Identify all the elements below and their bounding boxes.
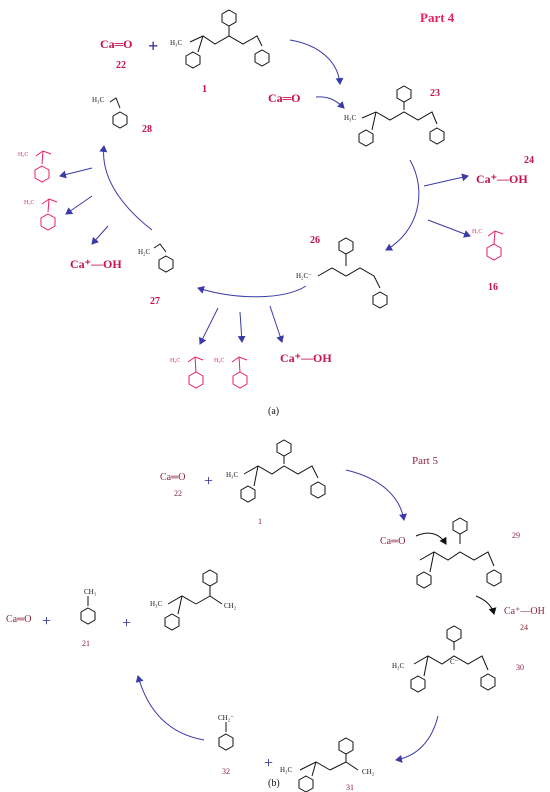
c-anion-30: C⁻ (450, 658, 459, 666)
plus-b2: + (42, 613, 51, 630)
caoh-b: Ca⁺—OH (504, 606, 545, 617)
caoh-24: Ca⁺—OH (476, 172, 528, 186)
label-26: 26 (310, 235, 320, 246)
arrow-to-caoh-24 (423, 173, 469, 187)
arrow-23-to-26 (385, 159, 420, 251)
cao-22-b: Ca═O (160, 472, 185, 483)
label-1: 1 (202, 84, 207, 95)
label-1-b: 1 (258, 517, 262, 526)
h2c-label-27: H₂C (138, 248, 150, 256)
arrow-1-to-29 (345, 469, 407, 521)
h3c-label-31: H₃C (280, 766, 292, 774)
styrene-a2 (231, 356, 248, 389)
h3c-label-1-b: H₃C (226, 471, 238, 479)
caoh-a-bottom: Ca⁺—OH (280, 351, 332, 365)
panel-b: Part 5 Ca═O 22 + H₃C 1 Ca═O 29 Ca⁺ (6, 439, 545, 792)
arrow-to-styrene-16 (427, 219, 471, 238)
compound-27 (153, 243, 174, 273)
compound-32 (218, 722, 234, 751)
toluene-21 (80, 596, 96, 625)
compound-23 (358, 85, 445, 147)
label-27: 27 (150, 296, 160, 307)
label-23: 23 (430, 88, 440, 99)
caption-b: (b) (268, 778, 280, 789)
h2c-label-s2: H₂C (214, 358, 224, 364)
label-21: 21 (82, 639, 90, 648)
label-30: 30 (516, 663, 524, 672)
compound-1 (185, 9, 270, 69)
h2c-anion-26: H₂C⁻ (296, 272, 312, 280)
arrow-32-to-products (135, 675, 205, 741)
label-22: 22 (116, 60, 126, 71)
label-16: 16 (488, 282, 498, 293)
label-28: 28 (142, 124, 152, 135)
label-29: 29 (512, 531, 520, 540)
plus-b1: + (204, 473, 213, 490)
styrene-l1 (34, 150, 52, 183)
ch2-anion-32: CH₂⁻ (218, 714, 234, 722)
arrow-to-styrene-l1 (59, 167, 93, 179)
h2c-label-16: H₂C (472, 229, 482, 235)
part-5-label: Part 5 (412, 455, 438, 467)
label-24: 24 (524, 155, 534, 166)
plus-b3: + (122, 615, 131, 632)
compound-31-product (164, 569, 223, 631)
part-4-label: Part 4 (420, 10, 455, 25)
h3c-label-30: H₃C (392, 662, 404, 670)
arrow-to-caoh-a-left (91, 225, 109, 245)
h3c-label-23: H₃C (344, 114, 356, 122)
compound-30 (410, 625, 496, 693)
arrow-26-to-27 (197, 285, 307, 298)
cao-22: Ca═O (100, 37, 133, 51)
arrow-to-styrene-a1 (199, 307, 219, 345)
h3c-label-31p: H₃C (150, 600, 162, 608)
cao-product: Ca═O (6, 614, 31, 625)
styrene-l2 (40, 198, 58, 231)
label-32: 32 (222, 767, 230, 776)
plus-sign: + (148, 36, 158, 56)
styrene-16 (486, 230, 504, 261)
arrow-30-to-31 (395, 715, 439, 763)
panel-a: Part 4 Ca═O 22 + H₃C 1 Ca═O (18, 9, 534, 417)
label-31: 31 (346, 783, 354, 792)
h3c-label-28: H₃C (92, 96, 104, 104)
arrow-to-caoh-b (475, 595, 497, 615)
compound-26 (317, 237, 388, 309)
h2c-label-l2: H₂C (24, 200, 34, 206)
caption-a: (a) (268, 406, 279, 417)
h3c-label-1: H₃C (170, 39, 182, 47)
label-24-b: 24 (520, 623, 528, 632)
arrow-cao-attack (415, 532, 447, 545)
h2c-label-l1: H₂C (18, 152, 28, 158)
label-22-b: 22 (174, 489, 182, 498)
compound-31 (298, 737, 359, 792)
arrow-to-styrene-l2 (65, 195, 93, 215)
ch2-label-31: CH₂ (362, 768, 375, 776)
styrene-a1 (187, 356, 204, 389)
compound-1-b (240, 439, 326, 503)
h2c-label-s1: H₂C (170, 358, 180, 364)
arrow-1-to-23 (289, 39, 344, 85)
cao-reagent-b: Ca═O (380, 536, 405, 547)
compound-28 (109, 97, 128, 129)
ch3-label-21: CH₃ (84, 588, 97, 596)
arrow-to-caoh-a (269, 305, 284, 343)
arrow-27-to-28 (99, 145, 153, 231)
ch2-label-31p: CH₂ (224, 602, 237, 610)
arrow-to-styrene-a2 (237, 311, 246, 343)
caoh-a-left: Ca⁺—OH (70, 257, 122, 271)
plus-b-bottom: + (264, 755, 273, 772)
cao-reagent-a: Ca═O (268, 91, 301, 105)
compound-29 (416, 517, 502, 589)
arrow-cao-in (315, 96, 345, 109)
